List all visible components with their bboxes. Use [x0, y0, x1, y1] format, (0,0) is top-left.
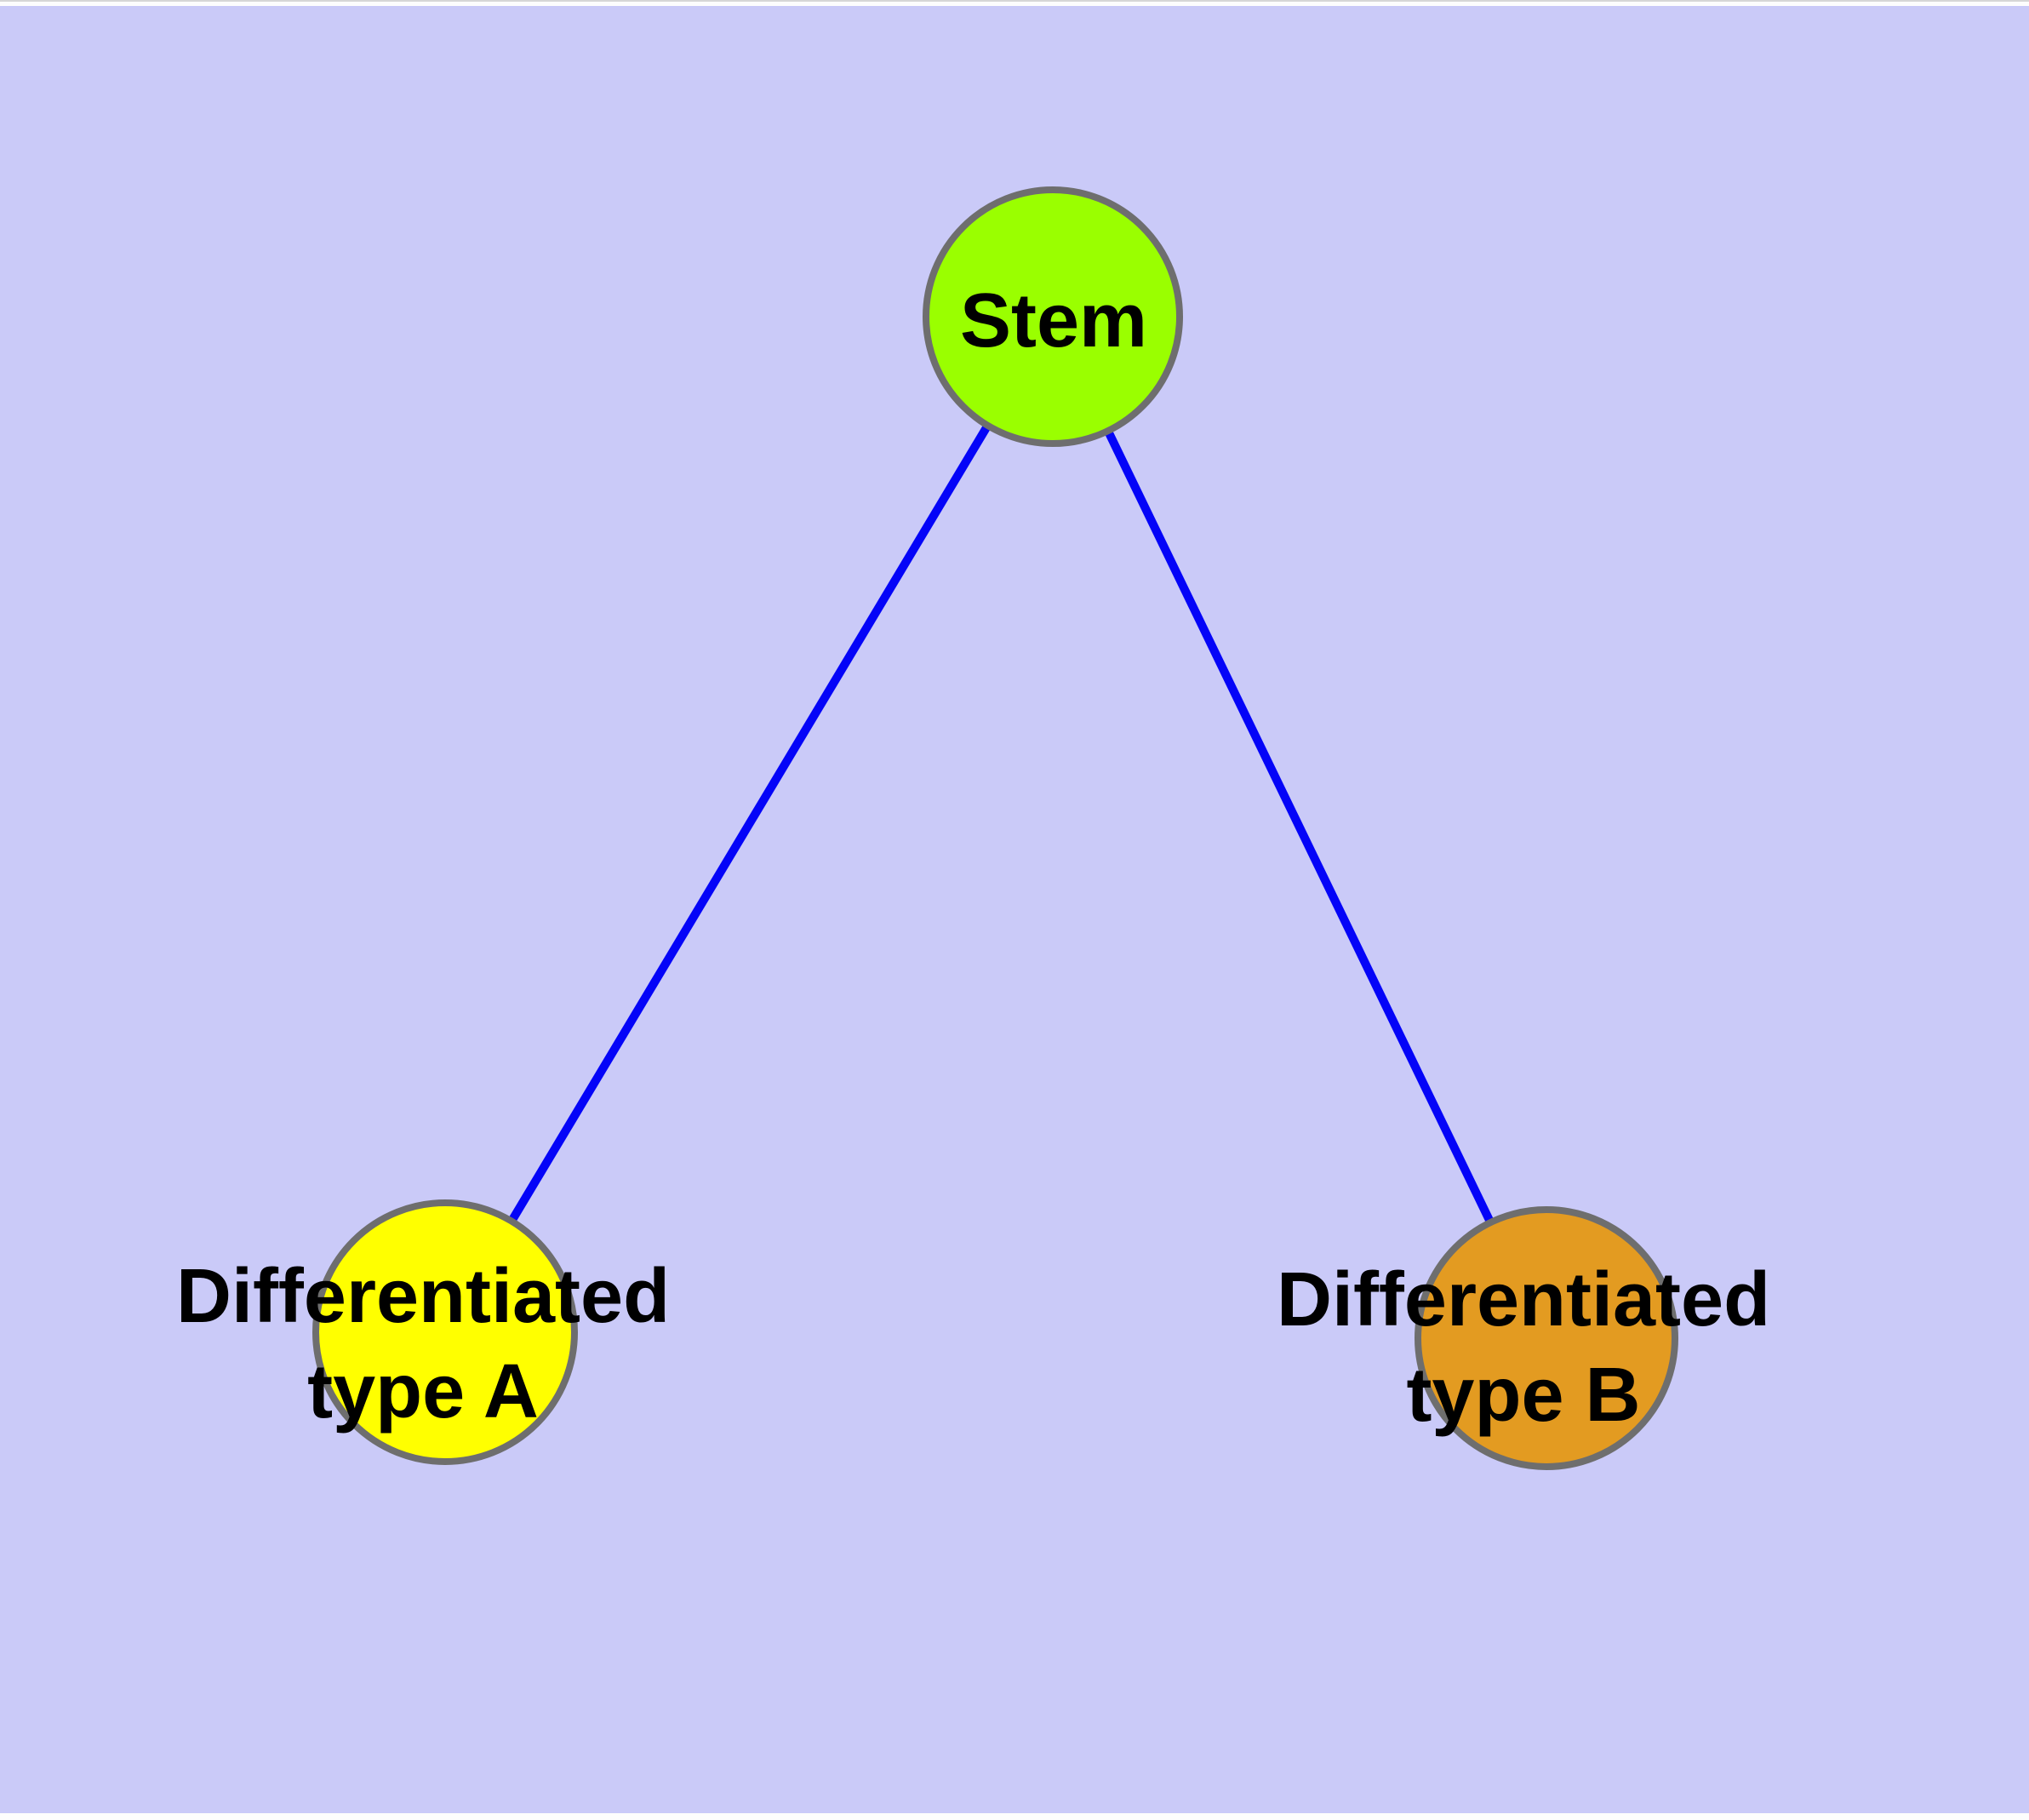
- graph-plot-area: Stem Differentiated type A Differentiate…: [0, 6, 2029, 1813]
- edge-stem-to-type-b: [1049, 314, 1551, 1341]
- node-differentiated-type-b-circle: [1415, 1206, 1678, 1470]
- node-stem-circle: [923, 186, 1183, 447]
- bottom-white-strip: [0, 1813, 2029, 1820]
- node-stem-label: Stem: [959, 278, 1148, 363]
- node-differentiated-type-b-label: Differentiated type B: [1276, 1257, 1771, 1438]
- edge-stem-to-type-a: [441, 314, 1057, 1335]
- top-white-strip: [0, 0, 2029, 6]
- node-differentiated-type-a-circle: [312, 1199, 578, 1465]
- graph-svg: [0, 6, 2029, 1813]
- node-differentiated-type-a-label: Differentiated type A: [175, 1254, 671, 1434]
